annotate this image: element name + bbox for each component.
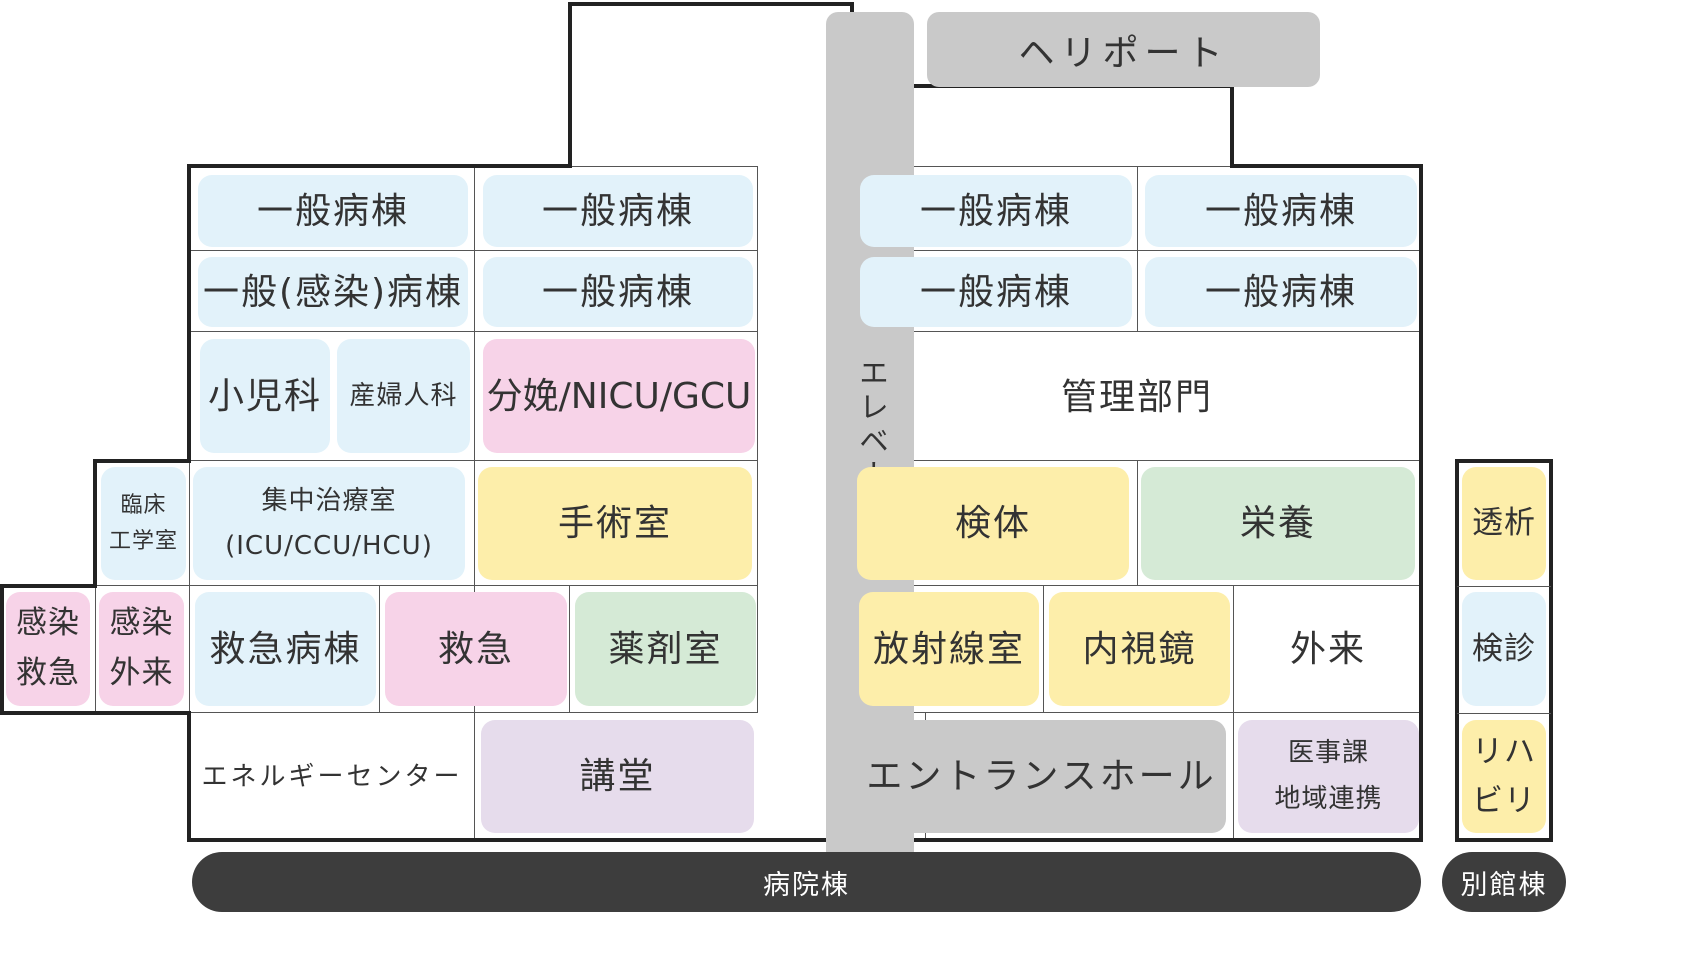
room-general-ward: 一般病棟	[198, 175, 468, 247]
outline	[1230, 164, 1423, 168]
room-infection-ward: 一般(感染)病棟	[198, 257, 468, 327]
outline	[93, 459, 191, 463]
room-clinical-engineering: 臨床工学室	[101, 467, 186, 580]
room-general-ward: 一般病棟	[860, 257, 1132, 327]
helipad-label: ヘリポート	[1018, 32, 1229, 74]
divider	[1043, 586, 1044, 713]
outline	[93, 459, 97, 588]
divider	[569, 586, 570, 713]
outline	[1419, 164, 1423, 842]
room-medical-affairs: 医事課地域連携	[1238, 720, 1419, 833]
room-entrance-hall: エントランスホール	[857, 720, 1226, 833]
outline	[568, 2, 572, 168]
annex-divider	[1457, 713, 1551, 714]
room-general-ward: 一般病棟	[1145, 257, 1417, 327]
divider	[379, 586, 380, 713]
room-infection-outpatient: 感染外来	[99, 592, 184, 706]
room-general-ward: 一般病棟	[483, 257, 753, 327]
room-surgery: 手術室	[478, 467, 752, 580]
room-auditorium: 講堂	[481, 720, 754, 833]
outline	[187, 711, 191, 842]
divider	[474, 166, 475, 840]
outline	[0, 711, 191, 715]
main-building-label: 病院棟	[192, 852, 1421, 912]
room-delivery-nicu-gcu: 分娩/NICU/GCU	[483, 339, 755, 453]
outline	[187, 838, 1423, 842]
room-radiology: 放射線室	[859, 592, 1039, 706]
divider	[1233, 586, 1234, 840]
outline	[187, 164, 191, 463]
annex-outline	[1549, 459, 1553, 842]
room-pharmacy: 薬剤室	[575, 592, 756, 706]
annex-divider	[1457, 586, 1551, 587]
room-infection-emergency: 感染救急	[6, 592, 90, 706]
outline	[0, 584, 4, 715]
outline	[568, 2, 854, 6]
room-obgyn: 産婦人科	[337, 339, 470, 453]
room-rehabilitation: リハビリ	[1462, 720, 1546, 833]
room-laboratory: 検体	[857, 467, 1129, 580]
annex-label: 別館棟	[1442, 852, 1566, 912]
outline	[0, 584, 97, 588]
helipad: ヘリポート	[927, 12, 1320, 87]
room-emergency: 救急	[385, 592, 567, 706]
divider	[1137, 461, 1138, 586]
room-general-ward: 一般病棟	[1145, 175, 1417, 247]
outline	[1230, 84, 1234, 168]
room-health-checkup: 検診	[1462, 592, 1546, 706]
room-energy-center: エネルギーセンター	[201, 761, 463, 792]
room-general-ward: 一般病棟	[860, 175, 1132, 247]
divider	[189, 461, 190, 713]
annex-outline	[1455, 459, 1553, 463]
divider	[1137, 166, 1138, 332]
room-icu: 集中治療室(ICU/CCU/HCU)	[193, 467, 465, 580]
room-administration: 管理部門	[1060, 376, 1213, 418]
annex-outline	[1455, 459, 1459, 842]
annex-outline	[1455, 838, 1553, 842]
room-pediatrics: 小児科	[200, 339, 330, 453]
divider	[95, 586, 96, 713]
room-emergency-ward: 救急病棟	[195, 592, 376, 706]
outline	[189, 164, 572, 168]
room-nutrition: 栄養	[1141, 467, 1415, 580]
room-general-ward: 一般病棟	[483, 175, 753, 247]
room-endoscopy: 内視鏡	[1049, 592, 1230, 706]
room-dialysis: 透析	[1462, 467, 1546, 580]
room-outpatient: 外来	[1289, 629, 1366, 670]
